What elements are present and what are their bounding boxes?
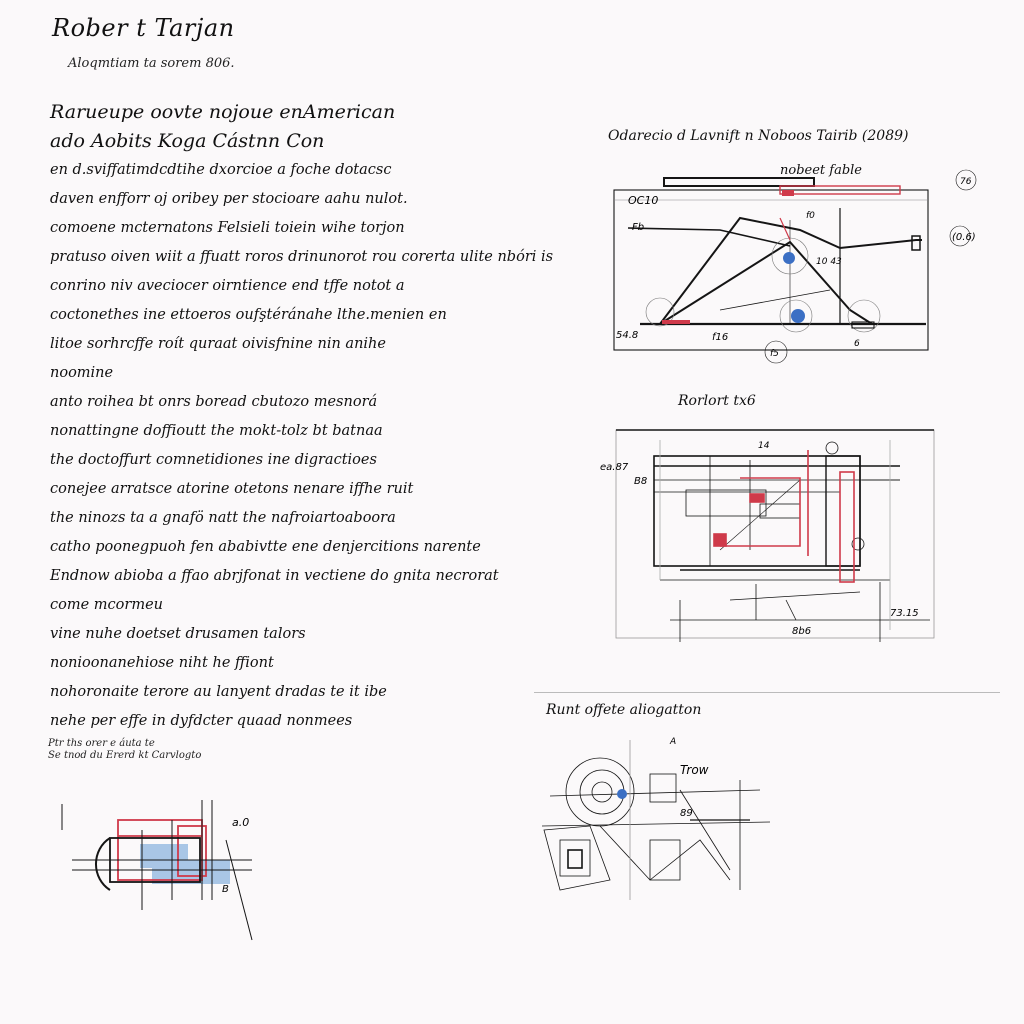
figure-2-label: B8 [634, 476, 647, 487]
body-line: ado Aobits Koga Cástnn Con [50, 130, 325, 152]
figure-3-label: A [669, 737, 676, 747]
body-line: the doctoffurt comnetidiones ine digract… [50, 452, 377, 468]
figure-1-diagram: OC10 Fb f0 10 43 (0.6) 54.8 f16 f5 76 6 [613, 169, 977, 364]
figure-3-diagram: Trow A 89 [541, 737, 771, 900]
figure-2-label: ea.87 [600, 462, 629, 473]
subtitle: Aloqmtiam ta sorem 806. [68, 56, 235, 71]
figure-1-label: f5 [770, 349, 779, 359]
figure-1-label: (0.6) [952, 232, 976, 243]
body-line: Endnow abioba a ffao abrjfonat in vectie… [50, 568, 499, 584]
figure-1-label: 76 [960, 177, 972, 187]
body-line: come mcormeu [50, 597, 163, 613]
body-line: coctonethes ine ettoeros oufştéránahe lt… [50, 307, 447, 323]
figure-3-label: 89 [680, 808, 693, 819]
page-title: Rober t Tarjan [52, 14, 235, 42]
body-line: litoe sorhrcffe roít quraat oivisfnine n… [50, 336, 386, 352]
body-line: nonattingne doffioutt the mokt-tolz bt b… [50, 423, 383, 439]
figure-1-header: nobeet fable [780, 163, 862, 178]
figure-2-diagram: 14 ea.87 B8 73.15 8b6 [600, 429, 935, 642]
body-line: anto roihea bt onrs boread cbutozo mesno… [50, 394, 378, 410]
figure-1-label: OC10 [628, 194, 658, 207]
figure-1-label: f0 [806, 211, 815, 221]
body-line: conejee arratsce atorine otetons nenare … [50, 481, 414, 497]
figure-1-label: 10 43 [816, 257, 842, 267]
footnote-line: Ptr ths orer e áuta te [48, 738, 155, 749]
body-line: nehe per effe in dyfdcter quaad nonmees [50, 713, 353, 729]
figure-2-label: 8b6 [792, 626, 811, 637]
figure-3-label: Trow [680, 763, 709, 777]
body-line: pratuso oiven wiit a ffuatt roros drinun… [50, 249, 554, 265]
body-line: Rarueupe oovte nojoue enAmerican [50, 101, 396, 123]
body-line: vine nuhe doetset drusamen talors [50, 626, 306, 642]
body-line: the ninozs ta a gnafö natt the nafroiart… [50, 510, 396, 526]
figure-4-label: a.0 [232, 816, 249, 829]
figure-2-label: 14 [758, 441, 770, 451]
figure-4-label: B [222, 884, 229, 895]
figure-3-caption: Runt offete aliogatton [546, 702, 702, 718]
figure-1-label: 54.8 [616, 330, 638, 341]
figure-1-label: f16 [712, 332, 728, 343]
body-line: daven enfforr oj oribey per stocioare aa… [50, 191, 408, 207]
figure-1-caption: Odarecio d Lavnift n Noboos Tairib (2089… [608, 128, 909, 144]
body-line: noomine [50, 365, 114, 381]
divider [534, 692, 1000, 693]
figure-2-caption: Rorlort tx6 [678, 393, 756, 409]
figure-1-label: 6 [854, 339, 860, 349]
body-line: nonioonanehiose niht he ffiont [50, 655, 274, 671]
body-line: en d.sviffatimdcdtihe dxorcioe a foche d… [50, 162, 392, 178]
figure-2-label: 73.15 [890, 608, 919, 619]
body-line: nohoronaite terore au lanyent dradas te … [50, 684, 387, 700]
body-line: catho poonegpuoh fen ababivtte ene denje… [50, 539, 481, 555]
figure-1-label: Fb [632, 222, 644, 233]
footnote-line: Se tnod du Ererd kt Carvlogto [48, 750, 202, 761]
body-line: conrino niv aveciocer oirntience end tff… [50, 278, 405, 294]
figure-4-diagram: a.0 B [61, 800, 253, 941]
footnote: Ptr ths orer e áuta te Se tnod du Ererd … [48, 738, 201, 762]
body-text: Rarueupe oovte nojoue enAmerican ado Aobi… [50, 98, 554, 736]
body-line: comoene mcternatons Felsieli toiein wihe… [50, 220, 405, 236]
